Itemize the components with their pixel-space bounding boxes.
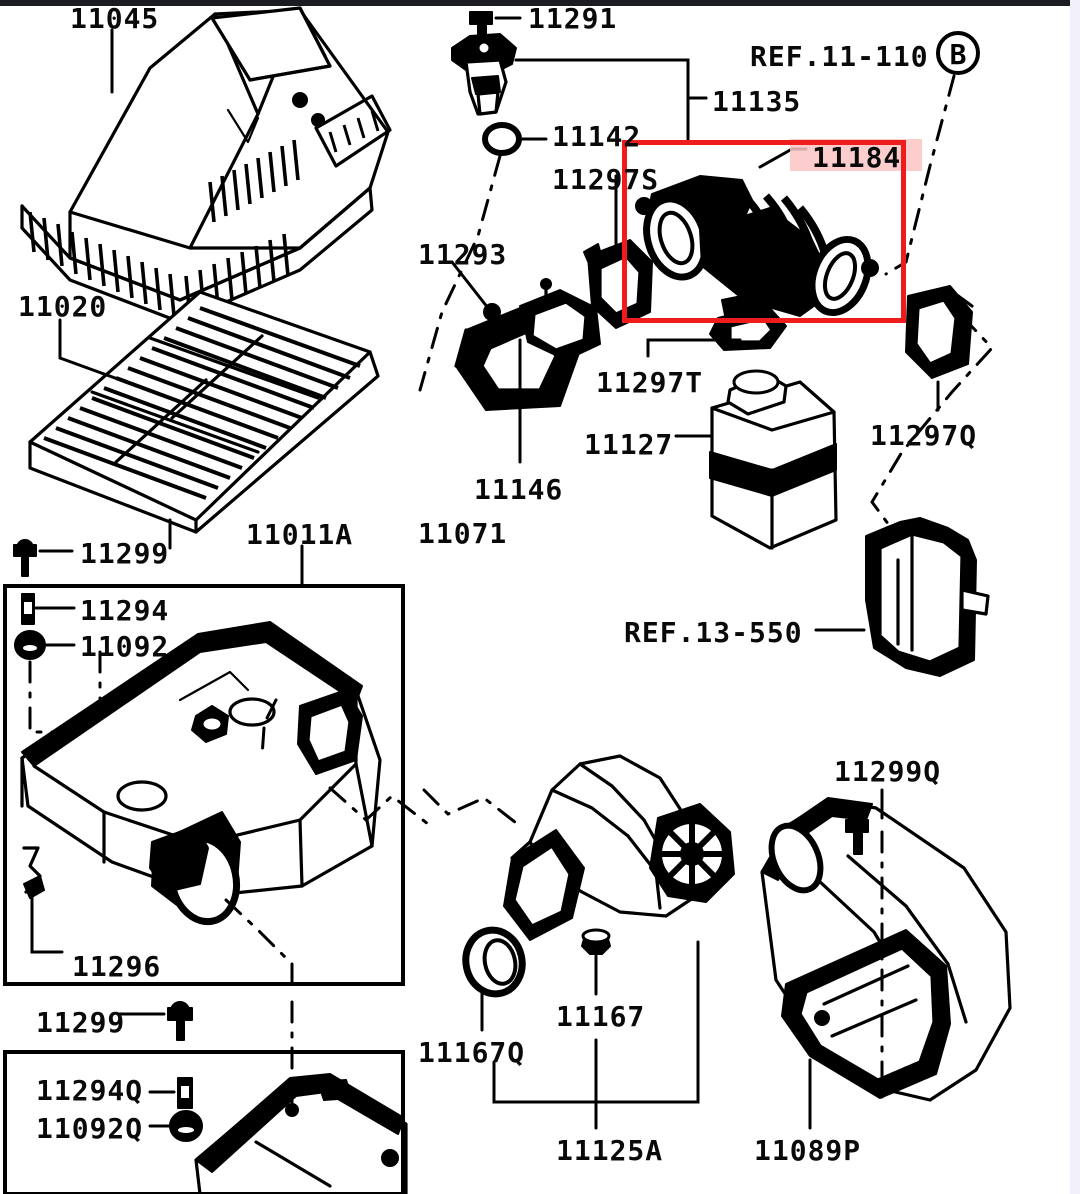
part-label-11297T: 11297T [596,366,704,399]
part-11297T-clamp [646,305,787,358]
part-label-11297Q: 11297Q [870,419,978,452]
part-11011Q-lower-group [116,1000,408,1194]
part-11296-clip [22,846,64,954]
part-label-11167Q: 11167Q [418,1036,526,1069]
part-11297Q-clamp [870,285,995,542]
callout-b-leader [884,74,956,276]
part-11020-filter [28,290,380,550]
part-11135-maf-sensor [451,33,708,142]
part-label-11291: 11291 [528,2,618,35]
right-edge-strip [1070,0,1080,1194]
frame-11011A-rect [3,584,405,986]
part-throttle-stub [519,278,601,361]
part-11011A-body [14,544,430,992]
part-11299-screw-a [13,539,74,577]
frame-11011Q-rect [3,1050,405,1194]
part-label-11020: 11020 [18,290,108,323]
part-label-11071: 11071 [418,517,508,550]
part-label-REF-13-550: REF.13-550 [624,616,803,649]
part-label-11092: 11092 [80,630,170,663]
part-label-11142: 11142 [552,120,642,153]
part-label-11296: 11296 [72,950,162,983]
part-label-11011A: 11011A [246,518,354,551]
part-label-11135: 11135 [712,85,802,118]
part-11299-screw-b [116,1001,193,1041]
part-11299Q-screw [845,788,884,1102]
part-11167Q-grommet [462,926,526,1032]
part-label-11293: 11293 [418,238,508,271]
part-label-11299: 11299 [36,1006,126,1039]
part-label-11184: 11184 [812,141,902,174]
part-label-11092Q: 11092Q [36,1112,144,1145]
part-label-11167: 11167 [556,1000,646,1033]
callout-b-circle [936,31,980,75]
part-label-11294: 11294 [80,594,170,627]
part-label-11146: 11146 [474,473,564,506]
part-ref13550-ecu [814,517,990,677]
top-border-band [0,0,1080,6]
part-11045-cover [20,6,392,324]
part-11125A-duct [422,754,735,1130]
part-label-11089P: 11089P [754,1134,862,1167]
highlight-box-11184[interactable] [622,140,906,323]
part-label-11294Q: 11294Q [36,1074,144,1107]
part-11089P-air-guide [760,788,1012,1130]
part-11184-intake-hose [635,147,879,331]
part-11092Q-bushing [148,1110,203,1142]
part-label-11045: 11045 [70,2,160,35]
part-11167-clip [581,928,611,996]
part-11092-bushing [14,630,76,734]
part-label-11127: 11127 [584,428,674,461]
part-label-11299: 11299 [80,537,170,570]
part-11127-resonator [674,369,838,550]
part-label-REF-11-110: REF.11-110 [750,40,929,73]
part-11294Q-pin [148,1077,193,1109]
part-11297S-clamp [583,174,653,329]
callout-b-letter: B [950,38,967,71]
part-label-11125A: 11125A [556,1134,664,1167]
part-label-11297S: 11297S [552,163,660,196]
part-11294-pin [21,593,76,625]
part-label-11299Q: 11299Q [834,755,942,788]
